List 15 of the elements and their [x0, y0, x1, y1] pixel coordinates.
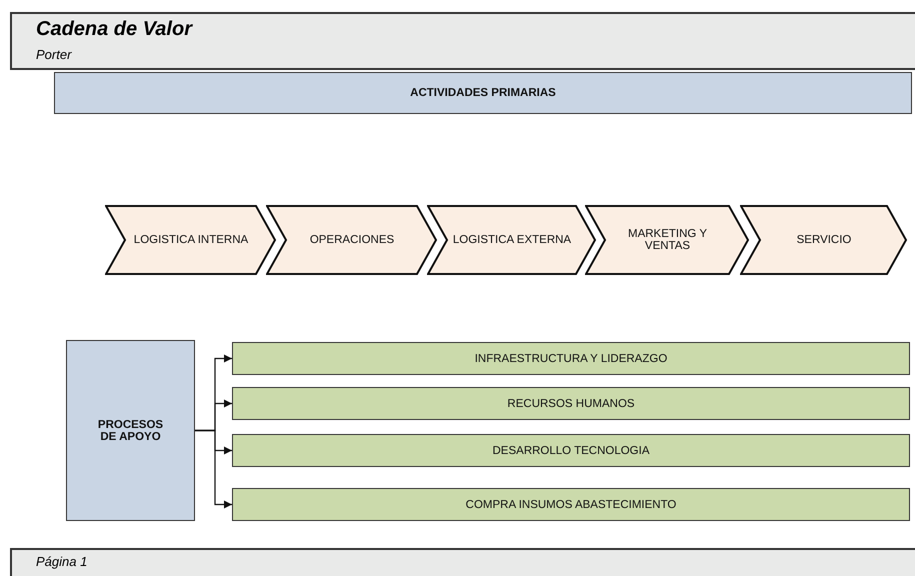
activity-bar: RECURSOS HUMANOS — [232, 387, 910, 420]
activity-bar: INFRAESTRUCTURA Y LIDERAZGO — [232, 342, 910, 375]
section-header: ACTIVIDADES PRIMARIAS — [54, 72, 912, 114]
chevron-step: OPERACIONES — [266, 205, 438, 275]
activity-bar: DESARROLLO TECNOLOGIA — [232, 434, 910, 467]
activity-bar: COMPRA INSUMOS ABASTECIMIENTO — [232, 488, 910, 521]
chevron-step: LOGISTICA EXTERNA — [427, 205, 597, 275]
arrow — [195, 430, 232, 508]
subtitle: Porter — [36, 47, 72, 62]
chevron-step: LOGISTICA INTERNA — [105, 205, 277, 275]
process-box: PROCESOS DE APOYO — [66, 340, 195, 521]
page-number: Página 1 — [36, 554, 88, 569]
chevron-step: MARKETING Y VENTAS — [585, 205, 750, 275]
chevron-step: SERVICIO — [740, 205, 908, 275]
title: Cadena de Valor — [36, 18, 192, 41]
